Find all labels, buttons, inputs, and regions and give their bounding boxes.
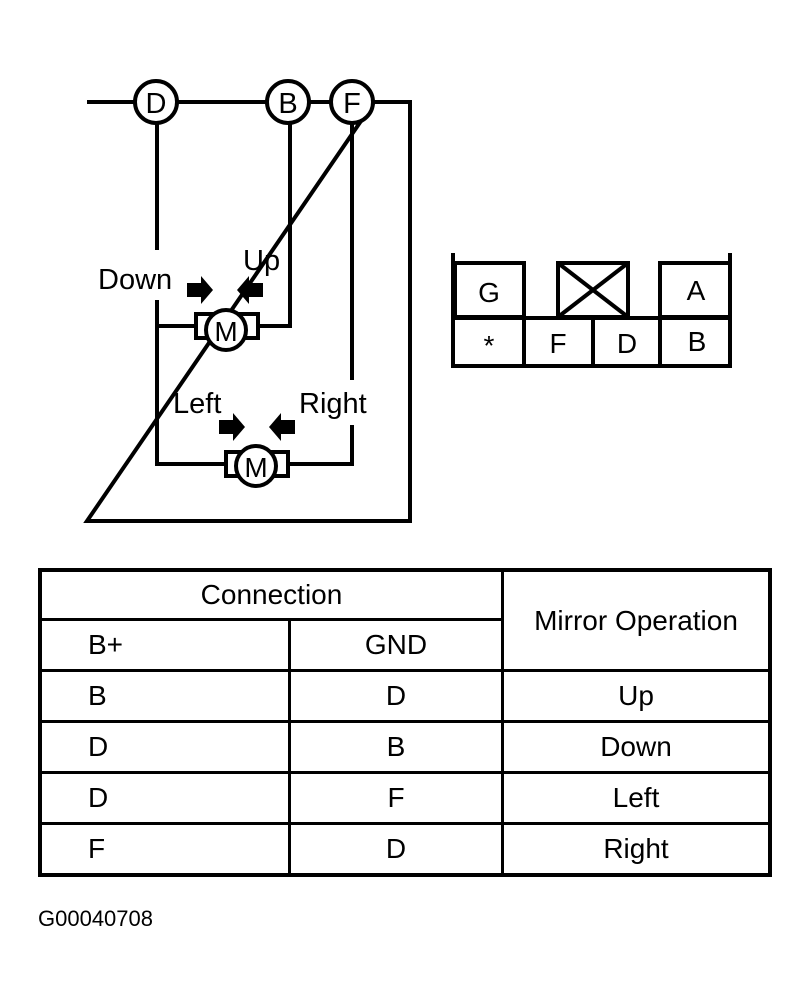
wire-b xyxy=(252,124,292,328)
terminal-d-label: D xyxy=(146,88,167,120)
cell-bplus: D xyxy=(38,771,291,825)
motor-2-right-label: Right xyxy=(299,388,367,420)
pin-d: D xyxy=(617,328,637,359)
connector-face xyxy=(451,253,732,368)
motor-1-icon xyxy=(194,308,260,352)
header-gnd: GND xyxy=(288,618,504,672)
cell-op: Right xyxy=(501,822,772,877)
arrow-left-icon xyxy=(237,276,263,304)
outer-wire xyxy=(83,100,412,523)
motor-1-label: M xyxy=(214,316,237,347)
figure-code: G00040708 xyxy=(38,906,153,931)
arrow-right-icon xyxy=(219,413,245,441)
motor-1-down-label: Down xyxy=(98,264,172,296)
table-row: D F Left xyxy=(38,771,772,825)
terminal-f-label: F xyxy=(343,88,361,120)
terminal-b xyxy=(265,79,311,125)
cell-gnd: D xyxy=(288,669,504,723)
cell-gnd: F xyxy=(288,771,504,825)
cell-bplus: D xyxy=(38,720,291,774)
header-connection: Connection xyxy=(38,568,504,621)
wiring-diagram: D B F M Down Up M Left Right G A * F D B xyxy=(83,79,732,523)
cell-op: Up xyxy=(501,669,772,723)
motor-2-left-label: Left xyxy=(173,388,221,420)
table-row: B D Up xyxy=(38,669,772,723)
wire-f xyxy=(284,124,354,466)
motor-2-label: M xyxy=(244,452,267,483)
arrow-left-icon xyxy=(269,413,295,441)
cell-gnd: B xyxy=(288,720,504,774)
motor-2-icon xyxy=(224,444,290,488)
pin-a: A xyxy=(687,275,706,306)
cell-op: Down xyxy=(501,720,772,774)
cell-bplus: F xyxy=(38,822,291,877)
cell-gnd: D xyxy=(288,822,504,877)
pin-b: B xyxy=(688,326,707,357)
header-bplus: B+ xyxy=(38,618,291,672)
table-row: D B Down xyxy=(38,720,772,774)
header-mirror-operation: Mirror Operation xyxy=(501,568,772,672)
pin-g: G xyxy=(478,277,500,308)
terminal-d xyxy=(133,79,179,125)
arrow-right-icon xyxy=(187,276,213,304)
cell-bplus: B xyxy=(38,669,291,723)
terminal-b-label: B xyxy=(278,88,297,120)
connection-table: Connection Mirror Operation B+ GND B D U… xyxy=(38,568,772,877)
wire-d-lower xyxy=(155,300,228,466)
pin-star: * xyxy=(484,330,495,361)
cell-op: Left xyxy=(501,771,772,825)
table-row: F D Right xyxy=(38,822,772,877)
pin-f: F xyxy=(549,328,566,359)
motor-1-up-label: Up xyxy=(243,245,280,277)
terminal-f xyxy=(329,79,375,125)
